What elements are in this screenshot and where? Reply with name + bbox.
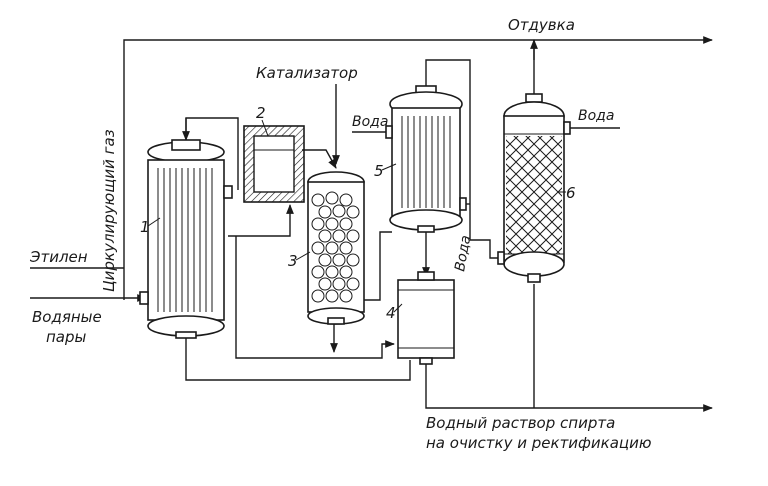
- number-4: 4: [386, 304, 396, 322]
- line-2-to-4: [235, 236, 395, 359]
- apparatus-2: [243, 125, 305, 203]
- line-1-side-to-2: [228, 204, 294, 237]
- label-recycle-gas: Циркулирующий газ: [100, 129, 118, 292]
- line-5-top: [425, 59, 500, 259]
- labels: Циркулирующий газ Отдувка Катализатор Во…: [29, 16, 651, 452]
- line-3-to-5: [364, 231, 392, 301]
- pipelines: [30, 36, 713, 412]
- label-catalyst: Катализатор: [256, 64, 358, 82]
- apparatus-6: [497, 93, 571, 283]
- number-3: 3: [288, 252, 298, 270]
- line-2-to-3: [302, 149, 337, 169]
- apparatus-4: [397, 271, 455, 365]
- apparatus-numbers: 1 2 3 4 5 6: [140, 104, 576, 322]
- catalyst-bed: [311, 191, 360, 303]
- line-1-to-4: [185, 338, 411, 381]
- number-6: 6: [566, 184, 576, 202]
- label-water-5: Вода: [352, 114, 388, 130]
- label-steam-1: Водяные: [32, 308, 102, 326]
- purge-line: [123, 36, 713, 300]
- number-2: 2: [256, 104, 266, 122]
- apparatus-3: [307, 171, 365, 325]
- label-steam-2: пары: [46, 328, 87, 346]
- number-1: 1: [140, 218, 150, 236]
- label-product-1: Водный раствор спирта: [426, 414, 615, 432]
- label-purge: Отдувка: [508, 16, 575, 34]
- product-line: [425, 362, 713, 412]
- label-ethylene: Этилен: [29, 248, 88, 266]
- number-5: 5: [374, 162, 384, 180]
- label-product-2: на очистку и ректификацию: [426, 434, 651, 452]
- apparatus-5: [385, 85, 467, 233]
- apparatus-1: [139, 139, 233, 339]
- label-water-5-side: Вода: [452, 234, 474, 273]
- label-water-6: Вода: [578, 108, 614, 124]
